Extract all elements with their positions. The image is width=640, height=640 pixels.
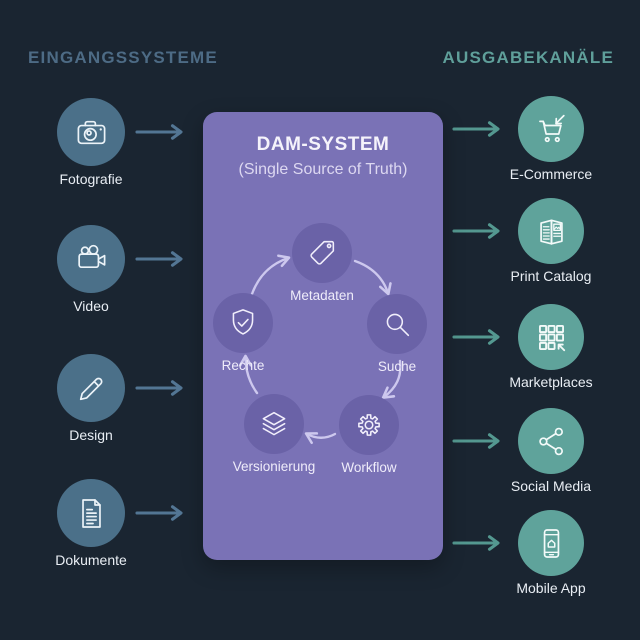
arrow-versionierung-to-rechte [238,354,259,395]
grid-icon [533,319,570,356]
layers-icon [257,407,291,441]
input-circle-dokumente [57,479,125,547]
arrow-dokumente-to-dam [135,504,191,522]
arrow-dam-to-social-media [452,432,508,450]
arrow-workflow-to-versionierung [304,432,337,445]
tag-icon [305,236,339,270]
output-label-print-catalog: Print Catalog [510,268,592,284]
output-label-marketplaces: Marketplaces [509,374,593,390]
arrow-dam-to-mobile-app [452,534,508,552]
outputs-heading: AUSGABEKANÄLE [442,48,614,67]
output-label-mobile-app: Mobile App [516,580,586,596]
dam-title: DAM-SYSTEM [256,134,390,155]
dam-node-metadaten [292,223,352,283]
input-label-dokumente: Dokumente [55,552,127,568]
camera-icon [73,114,110,151]
arrow-fotografie-to-dam [135,123,191,141]
input-circle-video [57,225,125,293]
smartphone-icon [533,525,570,562]
gear-icon [352,408,386,442]
dam-node-label-workflow: Workflow [341,460,397,475]
dam-node-label-metadaten: Metadaten [290,288,354,303]
output-label-e-commerce: E-Commerce [509,166,593,182]
output-circle-mobile-app [518,510,584,576]
input-label-design: Design [69,427,113,443]
dam-node-workflow [339,395,399,455]
input-circle-design [57,354,125,422]
document-icon [73,495,110,532]
output-label-social-media: Social Media [510,478,592,494]
input-label-fotografie: Fotografie [59,171,123,187]
arrow-design-to-dam [135,379,191,397]
arrow-metadaten-to-suche [353,259,392,296]
dam-node-rechte [213,293,273,353]
inputs-heading: EINGANGSSYSTEME [28,48,218,67]
input-circle-fotografie [57,98,125,166]
arrow-dam-to-marketplaces [452,328,508,346]
share-icon [533,423,570,460]
open-catalog-icon [533,213,570,250]
dam-node-label-versionierung: Versionierung [232,459,316,474]
dam-node-suche [367,294,427,354]
arrow-video-to-dam [135,250,191,268]
arrow-dam-to-e-commerce [452,120,508,138]
video-camera-icon [73,241,110,278]
input-label-video: Video [73,298,109,314]
shield-check-icon [226,306,260,340]
shopping-cart-icon [533,111,570,148]
dam-subtitle: (Single Source of Truth) [238,161,408,178]
cycle-arrows [238,254,402,445]
output-circle-marketplaces [518,304,584,370]
dam-node-versionierung [244,394,304,454]
output-circle-social-media [518,408,584,474]
pencil-icon [73,370,110,407]
dam-node-label-rechte: Rechte [221,358,265,373]
arrow-dam-to-print-catalog [452,222,508,240]
magnifier-icon [380,307,414,341]
arrow-suche-to-workflow [381,359,402,399]
arrow-rechte-to-metadaten [250,254,291,296]
output-circle-print-catalog [518,198,584,264]
dam-node-label-suche: Suche [377,359,417,374]
output-circle-e-commerce [518,96,584,162]
